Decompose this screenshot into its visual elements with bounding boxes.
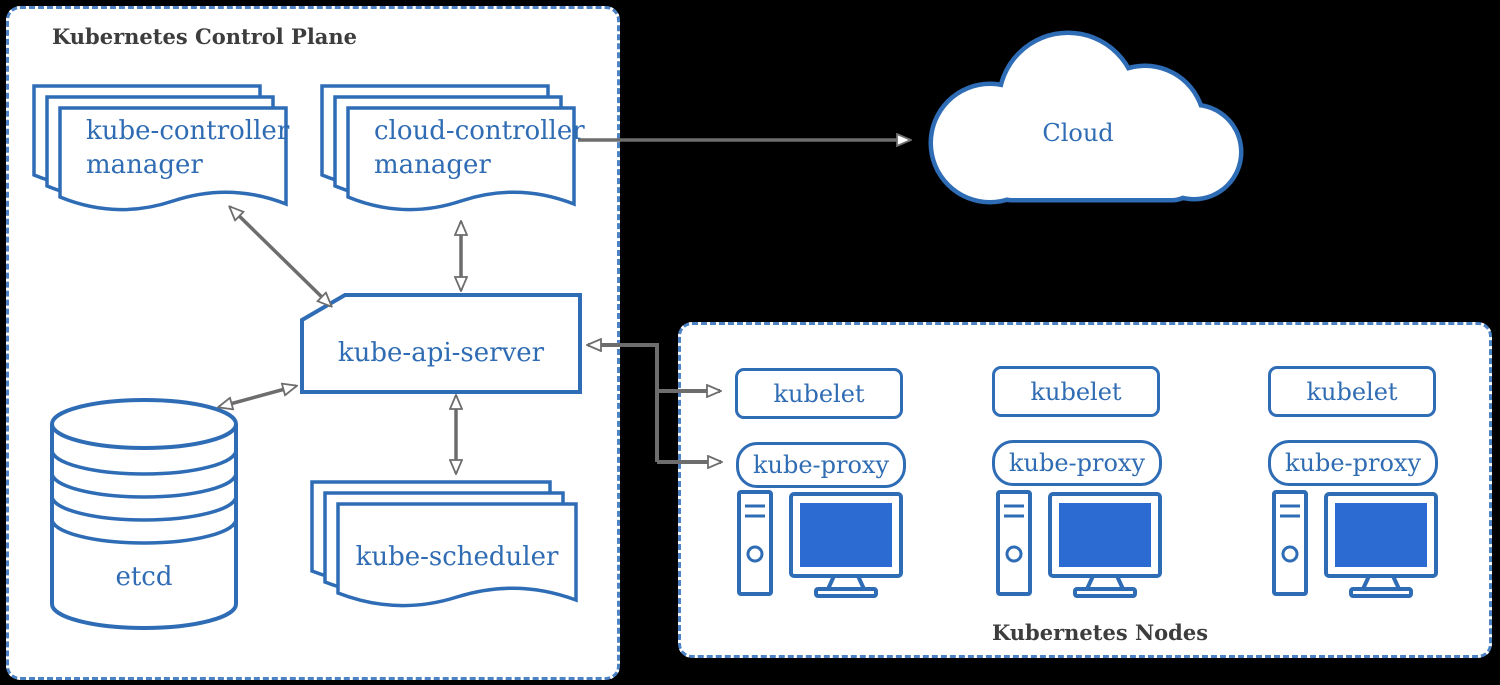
kube-scheduler-label: kube-scheduler	[355, 542, 559, 572]
kube-controller-manager-label-line2: manager	[86, 150, 203, 180]
kubelet-box-3: kubelet	[1268, 366, 1436, 417]
kube-proxy-label-1: kube-proxy	[752, 451, 890, 479]
kube-controller-manager-label-line1: kube-controller	[86, 116, 290, 146]
kube-proxy-box-2: kube-proxy	[992, 440, 1162, 486]
cloud-label: Cloud	[1042, 119, 1114, 147]
cloud-controller-manager-label-line2: manager	[374, 150, 491, 180]
kube-proxy-box-3: kube-proxy	[1268, 440, 1438, 486]
cloud-controller-manager-label: cloud-controller manager	[374, 114, 585, 182]
cloud-controller-manager-label-line1: cloud-controller	[374, 116, 585, 146]
kubelet-box-2: kubelet	[992, 366, 1160, 417]
kube-api-server-label: kube-api-server	[337, 338, 545, 368]
kubelet-box-1: kubelet	[735, 368, 903, 419]
kube-proxy-label-3: kube-proxy	[1284, 449, 1422, 477]
kube-proxy-label-2: kube-proxy	[1008, 449, 1146, 477]
control-plane-title: Kubernetes Control Plane	[52, 24, 358, 49]
kube-controller-manager-label: kube-controller manager	[86, 114, 289, 182]
etcd-label: etcd	[115, 562, 173, 592]
kubelet-label-1: kubelet	[773, 379, 865, 408]
kube-proxy-box-1: kube-proxy	[736, 442, 906, 488]
kubelet-label-2: kubelet	[1030, 377, 1122, 406]
nodes-panel-title: Kubernetes Nodes	[991, 620, 1209, 645]
kubelet-label-3: kubelet	[1306, 377, 1398, 406]
